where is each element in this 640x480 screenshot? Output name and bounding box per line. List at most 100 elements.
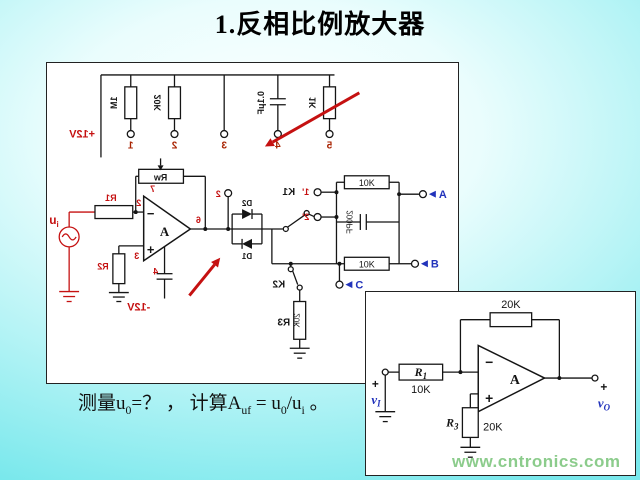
resistor-r3-label: R3	[445, 416, 459, 432]
jack-1prime-label: 1'	[302, 187, 309, 197]
red-arrow-2	[188, 263, 216, 297]
output-plus-sign: +	[600, 380, 607, 394]
jack-c: C	[335, 263, 363, 292]
formula-sub: i	[301, 403, 305, 417]
terminal-5-label: 5	[326, 140, 332, 151]
arrow-left-icon	[420, 260, 428, 268]
pin6-label: 6	[196, 215, 201, 225]
opamp: − + A	[477, 344, 547, 413]
resistor-r2-label: R2	[97, 262, 108, 272]
main-circuit-svg: 1M 1 20K 2 3 0.1μF	[49, 74, 447, 359]
jack-b-label: B	[431, 259, 439, 271]
resistor-r1: R1	[94, 193, 144, 220]
diode-d2-label: D2	[241, 199, 252, 208]
resistor-r2-branch: R2	[97, 245, 144, 303]
formula-part: =？ ， 计算A	[131, 393, 242, 414]
pin4-label: 4	[153, 267, 158, 277]
top-component-column-4: 0.1μF 4	[256, 74, 286, 151]
formula-part: 测量u	[78, 393, 126, 414]
signal-source: ui	[49, 211, 95, 303]
formula-text: 测量u0=？ ， 计算Auf = u0/ui 。	[78, 388, 329, 418]
diode-icon	[242, 209, 253, 220]
resistor-r3-label: R3	[277, 317, 290, 328]
input-plus-sign: +	[372, 377, 379, 391]
potentiometer-label: Rw	[154, 172, 167, 182]
decoupling-capacitor	[156, 246, 173, 299]
net-bottom-resistor-label: 10K	[359, 260, 375, 270]
resistor-r1-label: R1	[105, 193, 116, 203]
vout-label: vO	[598, 397, 611, 413]
bottom-branch	[271, 228, 342, 266]
top-component-column-5: 1K 5	[308, 74, 337, 151]
supply-neg-label: -12V	[126, 301, 150, 313]
pin3-label: 3	[134, 251, 139, 261]
arrow-left-icon	[428, 190, 436, 198]
rc-network: 10K 200PF 10K	[334, 175, 400, 271]
resistor-r3-branch: R3 20K	[445, 393, 503, 458]
resistor-r1-label: R1	[414, 365, 427, 381]
feedback-resistor: 20K	[459, 299, 562, 381]
red-arrow-1	[271, 91, 361, 144]
jack-2prime	[313, 212, 322, 222]
jack-b: B	[399, 259, 439, 271]
red-arrow-1-head	[264, 138, 275, 147]
potentiometer-rw: Rw	[133, 158, 208, 231]
output-test-terminal	[224, 189, 233, 198]
formula-part: 。	[304, 393, 329, 414]
opamp-triangle	[477, 344, 547, 413]
ground-icon	[460, 446, 481, 458]
page-title: 1.反相比例放大器	[214, 10, 426, 39]
terminal-1-label: 1	[128, 140, 134, 151]
formula-sub: 0	[280, 403, 287, 417]
terminal-1	[126, 129, 135, 139]
diode-d1-label: D1	[241, 252, 252, 261]
opamp-triangle	[142, 194, 192, 263]
jack-terminals: 1' 2'	[302, 187, 337, 222]
opamp: − + A 7 2 3 4 6	[134, 184, 201, 276]
annotation-arrows	[188, 91, 361, 297]
net-capacitor-label: 200PF	[345, 210, 354, 234]
terminal-2-label: 2	[171, 140, 177, 151]
input-terminal: + vI	[371, 368, 396, 423]
terminal-3-label: 3	[221, 140, 227, 151]
pin2-label: 2	[136, 198, 141, 208]
feedback-resistor-value: 20K	[501, 299, 521, 311]
top-component-column-2: 20K 2	[153, 74, 182, 151]
formula-sub: 0	[125, 403, 132, 417]
ground-icon	[289, 347, 310, 359]
opamp-minus: −	[147, 206, 155, 221]
terminal-2	[170, 129, 179, 139]
opamp-minus: −	[485, 354, 493, 370]
jack-2prime-label: 2'	[302, 212, 309, 222]
formula-sub: uf	[241, 403, 252, 417]
opamp-label: A	[160, 224, 170, 239]
resistor-20k-label: 20K	[153, 95, 163, 112]
switch-k1-label: K1	[282, 187, 295, 198]
output-terminal: + vO	[544, 374, 611, 413]
opamp-plus: +	[147, 242, 155, 257]
arrow-left-icon	[345, 281, 353, 289]
jack-a-label: A	[439, 189, 447, 201]
diode-icon	[242, 238, 253, 249]
switch-k2: K2	[272, 263, 303, 302]
jack-c-label: C	[355, 280, 363, 292]
resistor-r1: R1 10K	[388, 363, 479, 396]
resistor-r3: 20K R3	[277, 300, 310, 359]
resistor-r3-value: 20K	[293, 313, 302, 328]
input-label: ui	[49, 213, 59, 229]
ground-icon	[375, 411, 396, 423]
switch-k1: K1	[282, 187, 315, 233]
switch-k2-label: K2	[272, 280, 285, 291]
opamp-plus: +	[485, 390, 493, 406]
watermark: www.cntronics.com	[452, 452, 621, 471]
inset-circuit-panel: + vI R1 10K	[365, 291, 636, 476]
diode-pair: D2 D1	[231, 199, 263, 261]
top-component-column-1: 1M 1	[109, 74, 138, 151]
main-circuit-panel: 1M 1 20K 2 3 0.1μF	[46, 62, 459, 384]
red-arrow-2-head	[211, 257, 221, 268]
ground-icon	[59, 290, 80, 303]
jack-1prime	[313, 188, 322, 197]
jack-a: A	[397, 189, 447, 201]
output-line: 2	[190, 189, 283, 231]
